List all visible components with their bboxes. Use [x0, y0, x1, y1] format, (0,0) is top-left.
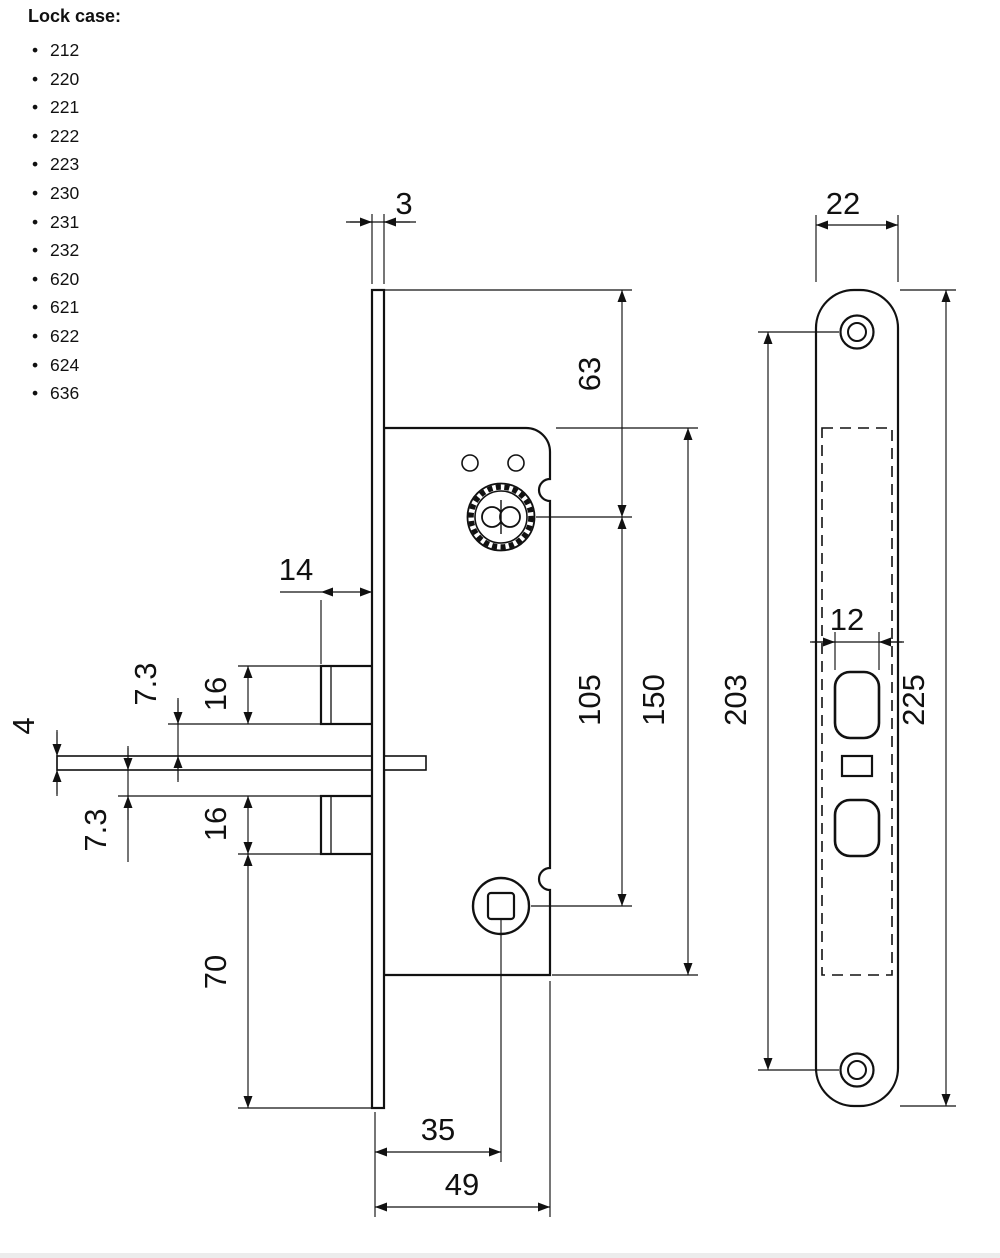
cylinder-hole — [466, 482, 536, 552]
list-item: 231 — [28, 208, 121, 237]
follower-bar — [56, 755, 373, 771]
dim-case-depth: 49 — [375, 981, 551, 1217]
dim-label-35: 35 — [421, 1112, 455, 1147]
dim-label-70: 70 — [198, 955, 233, 989]
side-view: 3 63 105 150 — [6, 186, 698, 1217]
latchbolt — [319, 794, 374, 856]
case-outline-hidden — [821, 427, 893, 976]
dim-top-to-cylinder: 63 — [384, 289, 632, 518]
dim-latch-to-plate-end: 70 — [198, 854, 372, 1109]
dim-label-63: 63 — [572, 357, 607, 391]
page-bottom-edge — [0, 1253, 1000, 1258]
dim-backset: 35 — [374, 920, 502, 1217]
lock-case-body — [382, 426, 552, 977]
latchbolt-cutout — [833, 798, 881, 858]
list-item: 212 — [28, 36, 121, 65]
list-item: 620 — [28, 265, 121, 294]
list-item: 220 — [28, 65, 121, 94]
list-item: 230 — [28, 179, 121, 208]
dim-label-7-3-lower: 7.3 — [78, 808, 113, 851]
list-item: 221 — [28, 93, 121, 122]
lock-case-list: Lock case: 212 220 221 222 223 230 231 2… — [28, 6, 121, 408]
dim-label-49: 49 — [445, 1167, 479, 1202]
list-item: 232 — [28, 236, 121, 265]
list-item: 624 — [28, 351, 121, 380]
dim-bar-thickness: 4 — [6, 717, 62, 796]
dim-gap-above-bar: 7.3 — [128, 662, 321, 782]
dim-faceplate-width: 22 — [815, 186, 899, 282]
dim-bolt-protrusion: 14 — [279, 552, 372, 664]
screw-hole-small-right — [507, 454, 525, 472]
dim-label-225: 225 — [896, 674, 931, 726]
dim-faceplate-length: 225 — [896, 289, 956, 1107]
list-item: 622 — [28, 322, 121, 351]
list-item: 223 — [28, 150, 121, 179]
dim-label-14: 14 — [279, 552, 313, 587]
dim-deadbolt-height: 16 — [198, 665, 321, 724]
dim-label-22: 22 — [826, 186, 860, 221]
dim-gap-below-bar: 7.3 — [78, 746, 321, 862]
screw-hole-bottom — [839, 1052, 875, 1088]
deadbolt-cutout — [833, 670, 881, 740]
dim-label-3: 3 — [395, 186, 412, 221]
list-item: 636 — [28, 379, 121, 408]
dim-faceplate-thickness: 3 — [346, 186, 416, 284]
dim-label-16-lower: 16 — [198, 807, 233, 841]
list-item: 222 — [28, 122, 121, 151]
dim-cutout-width: 12 — [810, 602, 904, 670]
dim-label-7-3-upper: 7.3 — [128, 662, 163, 705]
screw-hole-top — [839, 314, 875, 350]
faceplate-side — [370, 288, 386, 1110]
dim-label-105: 105 — [572, 674, 607, 726]
deadbolt — [319, 664, 374, 726]
dim-label-16-upper: 16 — [198, 677, 233, 711]
dim-latchbolt-height: 16 — [198, 796, 321, 855]
dim-label-150: 150 — [636, 674, 671, 726]
dim-screw-hole-centers: 203 — [718, 331, 839, 1071]
lock-case-model-list: 212 220 221 222 223 230 231 232 620 621 … — [28, 36, 121, 408]
dim-case-height: 150 — [552, 427, 698, 976]
dim-cylinder-to-spindle: 105 — [531, 517, 632, 907]
dim-label-12: 12 — [830, 602, 864, 637]
lock-case-list-title: Lock case: — [28, 6, 122, 26]
front-view: 22 12 203 2 — [718, 186, 956, 1108]
list-item: 621 — [28, 293, 121, 322]
follower-bar-stub — [383, 755, 427, 771]
screw-hole-small-left — [461, 454, 479, 472]
bar-cutout — [840, 754, 874, 778]
dim-label-203: 203 — [718, 674, 753, 726]
dim-label-4: 4 — [6, 717, 41, 734]
